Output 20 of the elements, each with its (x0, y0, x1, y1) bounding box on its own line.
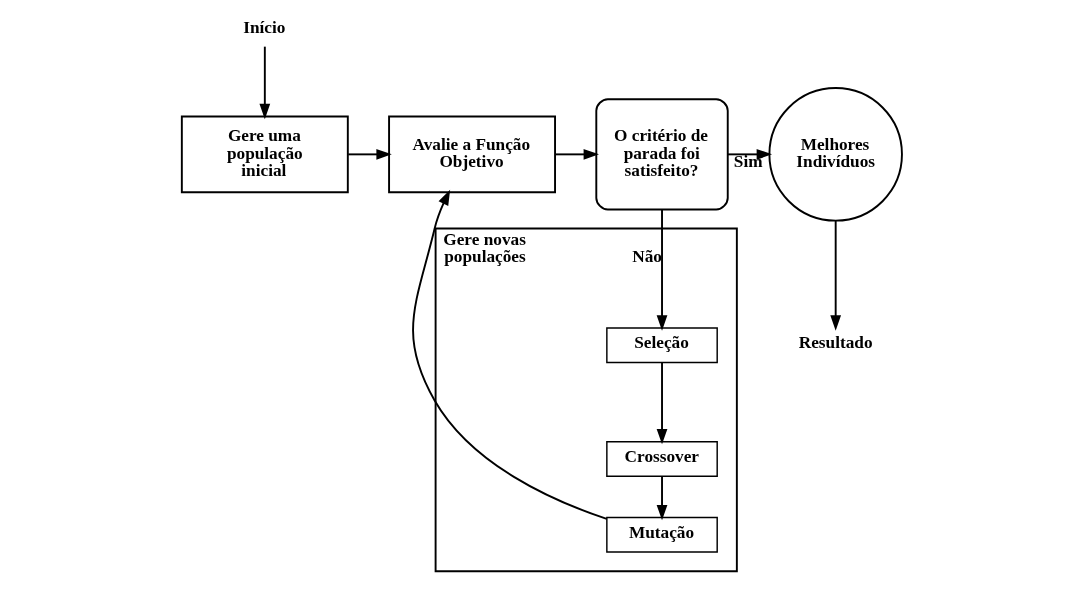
arrow (412, 189, 608, 520)
arrow (656, 208, 668, 331)
node-box: Crossover (606, 441, 718, 477)
node-box: Gere uma população inicial (180, 115, 349, 194)
arrow (656, 475, 668, 521)
node-box: Mutação (606, 516, 718, 553)
node-text: Resultado (798, 333, 873, 353)
arrow (554, 149, 599, 160)
edge-label: Não (632, 247, 662, 267)
arrow (259, 45, 271, 120)
edge-label: Sim (733, 152, 763, 172)
node-text: Início (243, 17, 286, 37)
arrow (656, 361, 668, 445)
arrow (347, 149, 392, 160)
node-box: O critério de parada foi satisfeito? (595, 98, 729, 211)
node-circle: Melhores Indivíduos (768, 87, 903, 222)
arrow (830, 219, 842, 331)
node-box: Avalie a Função Objetivo (388, 115, 556, 194)
arrow (726, 149, 772, 160)
node-box: Seleção (606, 327, 718, 364)
